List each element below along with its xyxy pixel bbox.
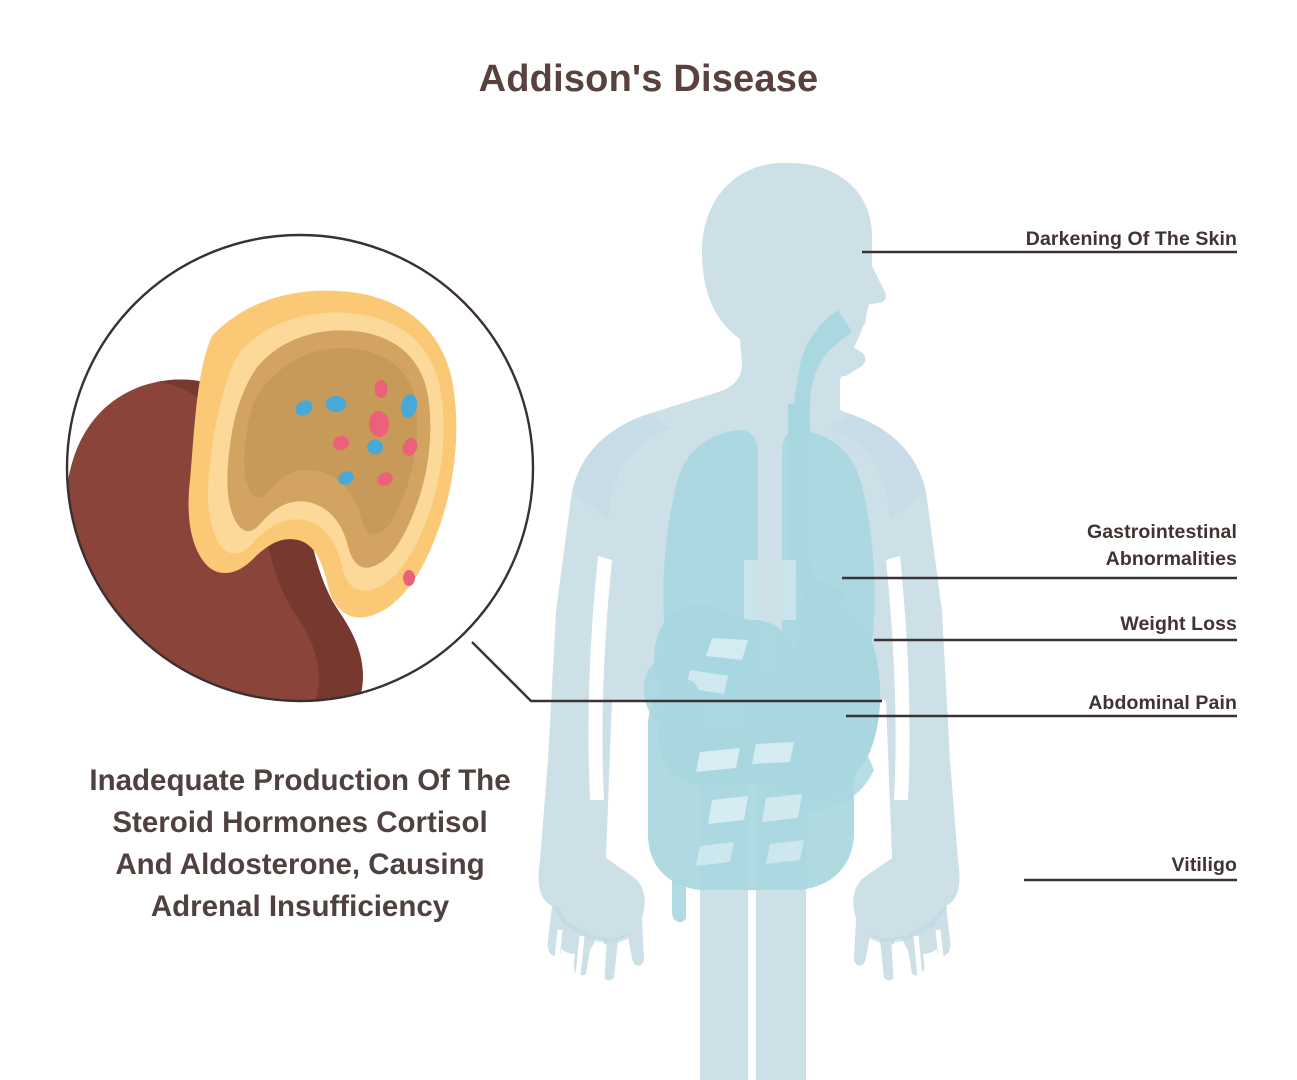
caption-line-2: Steroid Hormones Cortisol: [112, 806, 488, 839]
label-weight-loss: Weight Loss: [1120, 611, 1237, 638]
caption-line-3: And Aldosterone, Causing: [115, 848, 485, 881]
label-vitiligo-line-1: Vitiligo: [1171, 854, 1237, 876]
magnifier-outline: [65, 233, 535, 703]
adrenal-insufficiency-caption: Inadequate Production Of The Steroid Hor…: [35, 760, 565, 928]
label-gastrointestinal-abnormalities: Gastrointestinal Abnormalities: [1087, 519, 1237, 573]
caption-line-4: Adrenal Insufficiency: [150, 890, 450, 923]
adrenal-gland-magnifier: [65, 233, 535, 703]
label-weight-loss-line-1: Weight Loss: [1120, 613, 1237, 635]
label-gastrointestinal-abnormalities-line-2: Abnormalities: [1105, 548, 1237, 570]
page-title: Addison's Disease: [478, 58, 819, 100]
label-darkening-of-the-skin-line-1: Darkening Of The Skin: [1025, 228, 1237, 250]
adrenal-medulla-core: [244, 348, 418, 535]
label-vitiligo: Vitiligo: [1172, 852, 1237, 879]
label-abdominal-pain-line-1: Abdominal Pain: [1088, 692, 1237, 714]
adrenal-cells: [295, 380, 418, 586]
label-abdominal-pain: Abdominal Pain: [1088, 690, 1237, 717]
internal-organs: [643, 310, 881, 923]
leader-line-magnifier: [471, 641, 882, 703]
organ-kidney: [643, 659, 863, 729]
organ-large-intestine: [648, 676, 854, 923]
human-body-silhouette: [538, 163, 960, 1080]
label-darkening-of-the-skin: Darkening Of The Skin: [1026, 226, 1237, 253]
leader-lines: [471, 250, 1237, 882]
body-arms: [538, 492, 960, 981]
label-gastrointestinal-abnormalities-line-1: Gastrointestinal: [1086, 521, 1237, 543]
caption-line-1: Inadequate Production Of The: [89, 764, 511, 797]
